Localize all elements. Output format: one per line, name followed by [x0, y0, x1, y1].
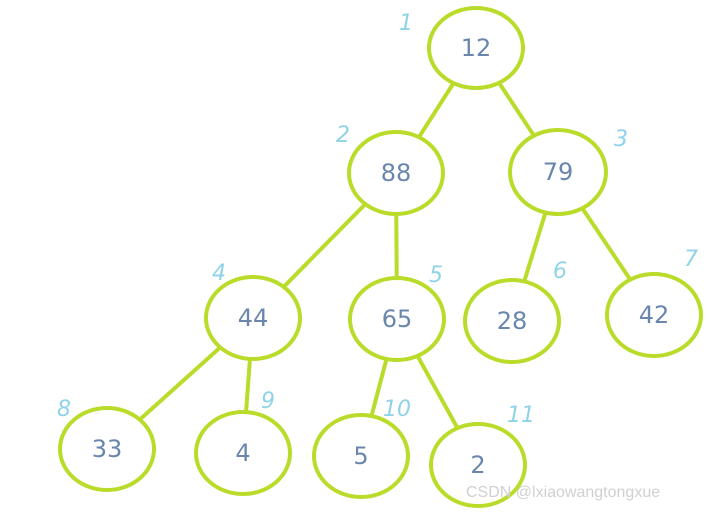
node-circle — [463, 278, 561, 364]
tree-edge-2-4 — [281, 202, 368, 289]
tree-edge-1-2 — [416, 81, 456, 140]
node-circle — [429, 422, 527, 508]
node-index-label: 5 — [429, 263, 443, 288]
node-index-label: 7 — [684, 247, 698, 272]
node-value: 33 — [92, 435, 123, 463]
tree-node-7: 42 7 — [605, 247, 703, 358]
node-value: 88 — [381, 159, 412, 187]
node-index-label: 9 — [261, 389, 275, 414]
node-index-label: 11 — [507, 403, 535, 428]
node-value: 5 — [353, 442, 368, 470]
tree-edge-3-7 — [580, 206, 633, 282]
tree-node-10: 5 10 — [312, 397, 411, 499]
node-index-label: 10 — [383, 397, 411, 422]
node-circle — [508, 128, 608, 216]
node-circle — [347, 130, 445, 216]
node-index-label: 8 — [57, 397, 71, 422]
tree-node-6: 28 6 — [463, 259, 567, 364]
tree-edge-5-10 — [369, 356, 389, 419]
node-circle — [312, 413, 410, 499]
node-value: 12 — [461, 34, 492, 62]
node-value: 42 — [639, 301, 670, 329]
node-circle — [58, 406, 156, 492]
node-value: 4 — [235, 439, 250, 467]
node-index-label: 6 — [553, 259, 567, 284]
tree-node-4: 444 — [204, 261, 302, 361]
tree-node-5: 65 5 — [348, 263, 446, 362]
tree-edge-4-9 — [244, 356, 252, 415]
node-value: 79 — [543, 158, 574, 186]
node-index-label: 2 — [336, 123, 350, 148]
node-value: 2 — [470, 451, 485, 479]
node-circle — [194, 410, 292, 496]
tree-node-1: 12 1 — [399, 6, 525, 90]
node-index-label: 1 — [399, 11, 413, 36]
tree-edge-3-6 — [522, 210, 548, 284]
tree-node-2: 88 2 — [336, 123, 445, 216]
node-value: 65 — [382, 305, 413, 333]
tree-edge-4-8 — [137, 345, 223, 422]
tree-edge-1-3 — [497, 80, 536, 138]
tree-node-8: 33 8 — [57, 397, 156, 492]
node-circle — [348, 276, 446, 362]
node-value: 28 — [497, 307, 528, 335]
node-index-label: 4 — [212, 261, 226, 286]
node-circle — [204, 275, 302, 361]
tree-edges — [137, 80, 633, 431]
node-circle — [605, 272, 703, 358]
tree-node-3: 79 3 — [508, 127, 628, 216]
tree-edge-5-11 — [415, 353, 460, 431]
tree-node-11: 2 11 — [429, 403, 535, 508]
node-index-label: 3 — [614, 127, 628, 152]
node-value: 44 — [238, 304, 269, 332]
node-circle — [427, 6, 525, 90]
tree-node-9: 49 — [194, 389, 292, 496]
watermark: CSDN @lxiaowangtongxue — [466, 484, 661, 501]
